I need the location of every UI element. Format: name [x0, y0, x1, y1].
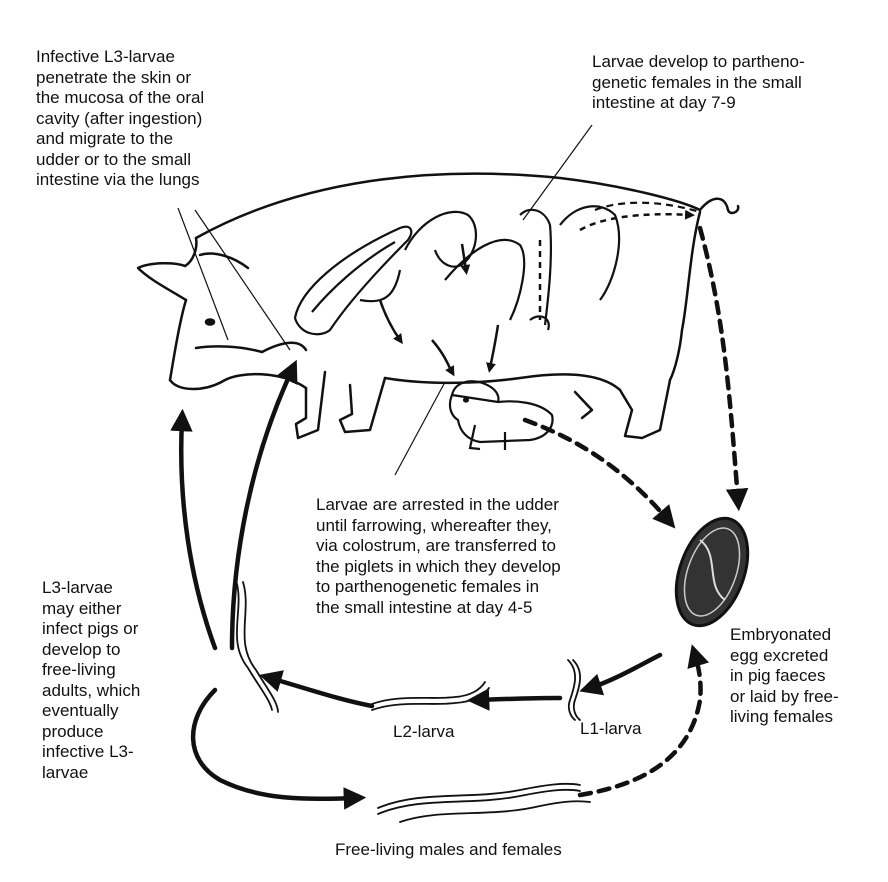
free-living-adults-label: Free-living males and females: [335, 840, 562, 859]
infective-l3-larvae-label: Infective L3-larvae penetrate the skin o…: [36, 47, 205, 189]
larva-figures: [235, 579, 591, 823]
sow-illustration: [136, 172, 740, 440]
sow-internal-organs: [293, 201, 701, 336]
l2-larva-label: L2-larva: [393, 722, 455, 741]
parthenogenetic-females-label: Larvae develop to partheno- genetic fema…: [592, 52, 805, 112]
internal-migration-arrows: [378, 209, 695, 377]
callout-pointer-lines: [177, 124, 593, 476]
l3-larvae-fate-label: L3-larvae may either infect pigs or deve…: [42, 578, 141, 782]
l1-larva-label: L1-larva: [580, 719, 642, 738]
lifecycle-arrows: [170, 225, 749, 810]
arrested-in-udder-label: Larvae are arrested in the udder until f…: [316, 495, 561, 617]
piglet-illustration: [448, 380, 554, 451]
embryonated-egg-label: Embryonated egg excreted in pig faeces o…: [730, 625, 839, 726]
embryonated-egg-illustration: [674, 516, 750, 628]
